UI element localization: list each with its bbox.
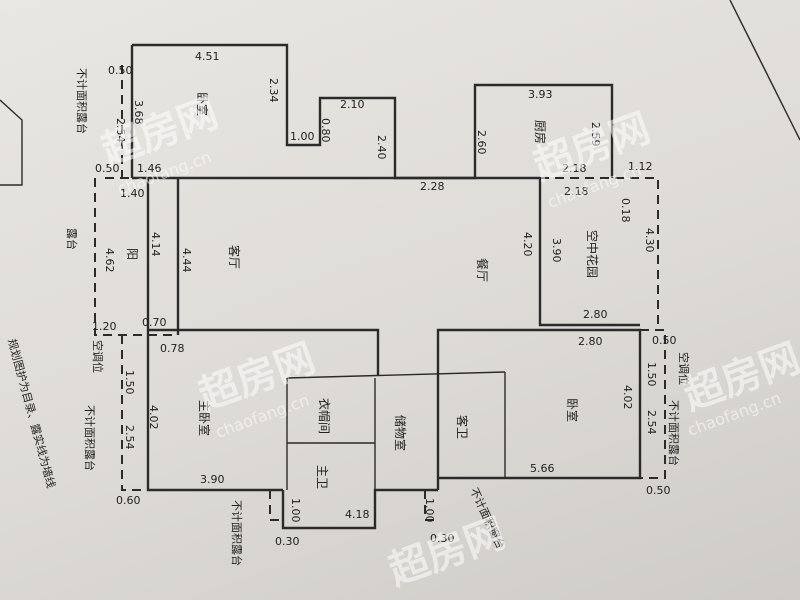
dim-label: 1.00 xyxy=(290,130,315,143)
dim-label: 0.30 xyxy=(275,535,300,548)
room-label-balcony: 阳 xyxy=(125,248,139,260)
left-margin-box xyxy=(0,99,23,186)
dim-label: 0.50 xyxy=(108,64,133,77)
dim-label: 4.44 xyxy=(180,248,193,273)
room-label-closet: 衣帽间 xyxy=(317,398,332,434)
dim-label: 0.50 xyxy=(652,334,677,347)
note-left-margin: 规划图护为目录、露实线为墙线 xyxy=(5,337,58,489)
dim-label: 2.28 xyxy=(420,180,445,193)
dim-label: 2.40 xyxy=(375,135,388,160)
dashed-outlines xyxy=(94,65,666,521)
dim-label: 4.14 xyxy=(149,232,162,257)
dim-label: 2.80 xyxy=(578,335,603,348)
watermarks: 超房网 chaofang.cn 超房网 chaofang.cn 超房网 chao… xyxy=(96,90,800,594)
dim-label: 0.80 xyxy=(319,118,332,143)
dim-label: 4.30 xyxy=(643,228,656,253)
room-label-garden: 空中花园 xyxy=(585,230,600,278)
dim-label: 0.30 xyxy=(430,532,455,545)
dim-label: 0.60 xyxy=(116,494,141,507)
note-ac-left: 空调位 xyxy=(91,340,105,373)
room-label-dining: 餐厅 xyxy=(475,258,490,282)
dim-label: 1.00 xyxy=(423,498,436,523)
dim-label: 2.18 xyxy=(564,185,589,198)
dim-label: 0.70 xyxy=(142,316,167,329)
dim-label: 0.50 xyxy=(646,484,671,497)
dim-label: 3.90 xyxy=(550,238,563,263)
dim-label: 3.68 xyxy=(132,100,145,125)
dim-label: 2.54 xyxy=(123,425,136,450)
dim-label: 2.18 xyxy=(562,162,587,175)
room-label-kitchen: 厨房 xyxy=(533,120,548,144)
note-bay: 露台 xyxy=(65,228,79,250)
room-label-living: 客厅 xyxy=(227,245,242,269)
dim-label: 1.00 xyxy=(289,498,302,523)
dim-label: 3.93 xyxy=(528,88,553,101)
dim-label: 0.78 xyxy=(160,342,185,355)
dim-label: 4.20 xyxy=(521,232,534,257)
dim-label: 4.02 xyxy=(621,385,634,410)
room-labels: 卧室 厨房 客厅 餐厅 阳 空中花园 主卧室 衣帽间 储物室 主卫 客卫 卧室 xyxy=(125,92,600,489)
dim-label: 1.50 xyxy=(645,362,658,387)
dim-label: 2.54 xyxy=(645,410,658,435)
note-nonarea-left: 不计面积露台 xyxy=(83,405,97,471)
dim-label: 0.18 xyxy=(619,198,632,223)
note-nonarea-bath: 不计面积露台 xyxy=(230,500,244,566)
dim-label: 4.18 xyxy=(345,508,370,521)
watermark-brand: 超房网 xyxy=(383,510,511,594)
note-nonarea-right: 不计面积露台 xyxy=(667,400,681,466)
dim-label: 1.50 xyxy=(123,370,136,395)
dim-label: 3.90 xyxy=(200,473,225,486)
dim-label: 2.80 xyxy=(583,308,608,321)
dim-label: 2.10 xyxy=(340,98,365,111)
dim-label: 1.20 xyxy=(92,320,117,333)
dimension-labels: 4.51 2.34 3.68 0.50 2.54 1.00 0.80 2.10 … xyxy=(92,50,677,548)
dim-label: 2.34 xyxy=(267,78,280,103)
room-label-bedroom-right: 卧室 xyxy=(565,398,580,422)
dim-label: 1.12 xyxy=(628,160,653,173)
room-label-guest-bath: 客卫 xyxy=(455,415,470,439)
dim-label: 1.40 xyxy=(120,187,145,200)
note-nonarea-top: 不计面积露台 xyxy=(75,68,89,134)
dim-label: 5.66 xyxy=(530,462,555,475)
dim-label: 2.60 xyxy=(475,130,488,155)
dim-label: 0.50 xyxy=(95,162,120,175)
note-ac-right: 空调位 xyxy=(677,352,691,385)
dim-label: 2.59 xyxy=(589,122,602,147)
dim-label: 1.46 xyxy=(137,162,162,175)
dim-label: 4.02 xyxy=(147,405,160,430)
room-label-master: 主卧室 xyxy=(197,400,212,436)
paper-edge-line xyxy=(729,0,800,141)
dim-label: 4.51 xyxy=(195,50,220,63)
room-label-master-bath: 主卫 xyxy=(315,465,329,489)
room-label-storage: 储物室 xyxy=(393,415,408,451)
room-label-bedroom-top: 卧室 xyxy=(195,92,210,116)
dim-label: 4.62 xyxy=(103,248,116,273)
dim-label: 2.54 xyxy=(114,118,127,143)
